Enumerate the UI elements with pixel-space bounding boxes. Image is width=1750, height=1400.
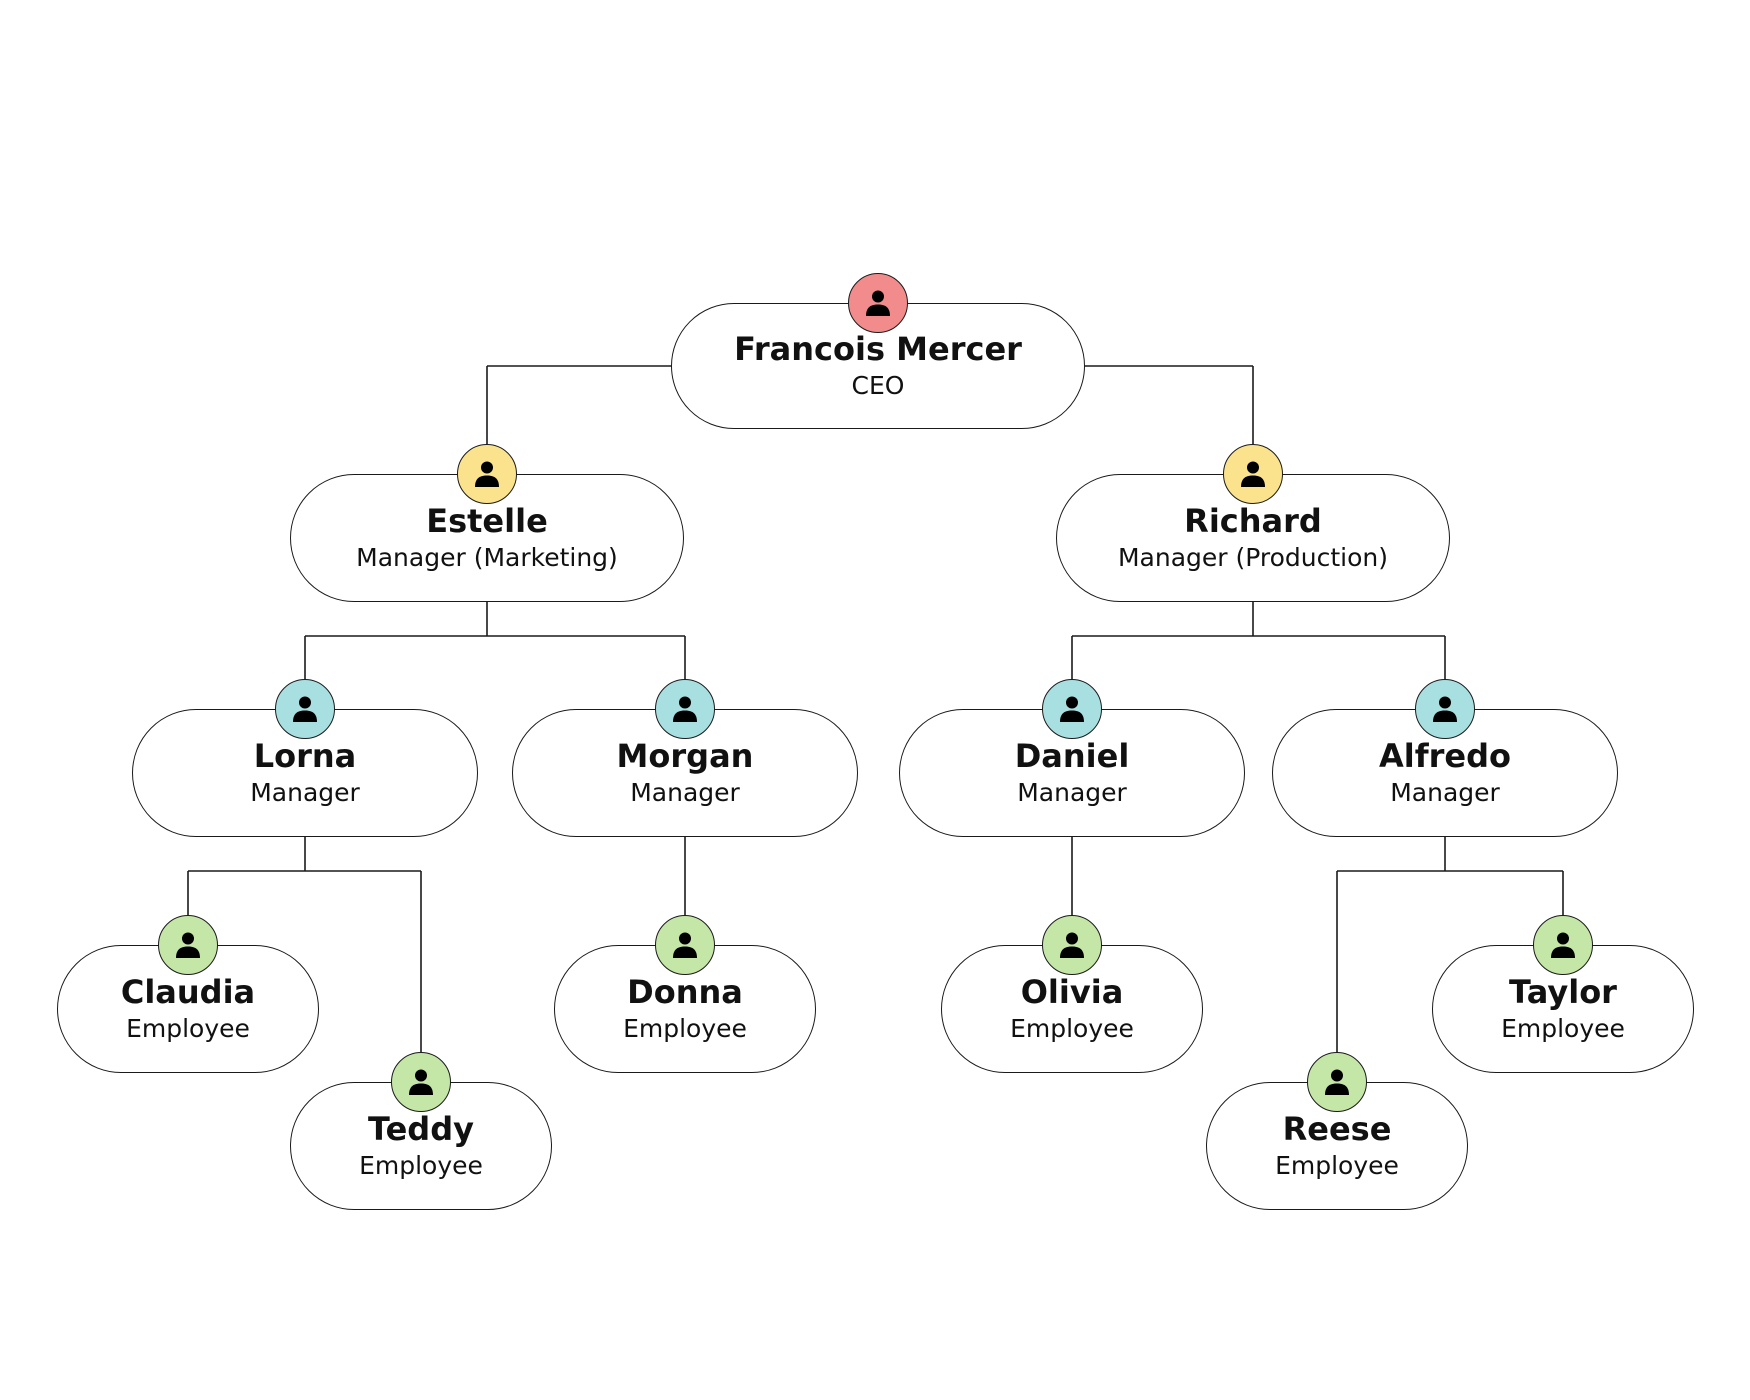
person-icon	[1223, 444, 1283, 504]
node-name: Reese	[1282, 1110, 1392, 1148]
person-icon	[158, 915, 218, 975]
node-role: Employee	[1501, 1014, 1625, 1043]
person-icon	[1415, 679, 1475, 739]
node-name: Alfredo	[1378, 737, 1512, 775]
node-role: Manager	[1017, 778, 1127, 807]
node-role: Employee	[359, 1151, 483, 1180]
person-icon	[848, 273, 908, 333]
node-role: Manager	[630, 778, 740, 807]
node-name: Olivia	[1020, 973, 1124, 1011]
person-icon	[1042, 915, 1102, 975]
node-name: Morgan	[616, 737, 754, 775]
node-role: Employee	[126, 1014, 250, 1043]
node-name: Taylor	[1509, 973, 1617, 1011]
person-icon	[1533, 915, 1593, 975]
node-role: Manager	[1390, 778, 1500, 807]
node-role: Employee	[623, 1014, 747, 1043]
node-name: Donna	[627, 973, 743, 1011]
node-role: Employee	[1275, 1151, 1399, 1180]
node-name: Daniel	[1014, 737, 1130, 775]
node-role: CEO	[851, 371, 905, 400]
node-name: Estelle	[426, 502, 548, 540]
node-role: Manager	[250, 778, 360, 807]
node-name: Claudia	[120, 973, 256, 1011]
node-name: Richard	[1184, 502, 1322, 540]
node-role: Manager (Production)	[1117, 543, 1389, 572]
person-icon	[275, 679, 335, 739]
node-role: Manager (Marketing)	[356, 543, 618, 572]
person-icon	[1307, 1052, 1367, 1112]
person-icon	[391, 1052, 451, 1112]
node-name: Lorna	[253, 737, 357, 775]
node-name: Francois Mercer	[734, 330, 1022, 368]
person-icon	[1042, 679, 1102, 739]
person-icon	[457, 444, 517, 504]
person-icon	[655, 915, 715, 975]
person-icon	[655, 679, 715, 739]
node-name: Teddy	[368, 1110, 474, 1148]
node-role: Employee	[1010, 1014, 1134, 1043]
